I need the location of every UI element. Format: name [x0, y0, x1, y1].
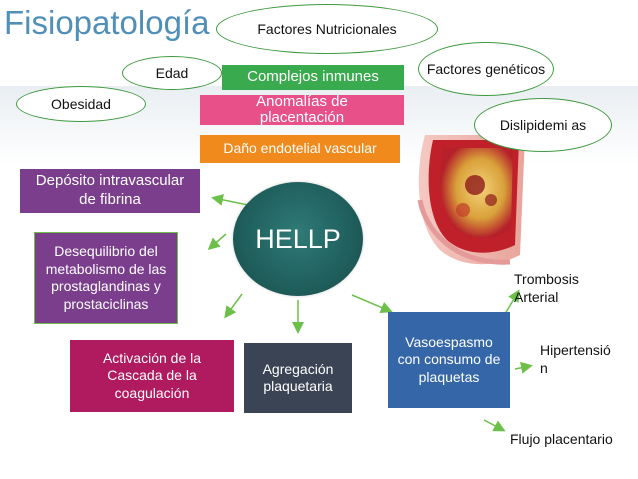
bar-anomalias-placentacion: Anomalías de placentación — [200, 95, 404, 125]
label-hipertension: Hipertensió n — [540, 342, 611, 377]
label-flujo-placentario: Flujo placentario — [510, 431, 613, 447]
oval-factores-nutricionales: Factores Nutricionales — [216, 4, 438, 54]
hellp-node: HELLP — [233, 182, 363, 296]
arrow-to-deposito — [211, 193, 249, 206]
label-trombosis-arterial: Trombosis Arterial — [514, 271, 579, 306]
page-title: Fisiopatología — [4, 4, 210, 41]
arrow-to-flujo — [483, 419, 506, 432]
bar-dano-endotelial: Daño endotelial vascular — [200, 135, 400, 163]
box-vasoespasmo: Vasoespasmo con consumo de plaquetas — [388, 312, 510, 408]
arrow-to-activacion — [224, 293, 243, 319]
arrow-to-vasoespasmo — [351, 294, 393, 314]
oval-factores-geneticos: Factores genéticos — [418, 42, 554, 96]
oval-obesidad: Obesidad — [16, 86, 146, 122]
bar-complejos-inmunes: Complejos inmunes — [222, 65, 404, 90]
box-agregacion-plaquetaria: Agregación plaquetaria — [244, 343, 352, 413]
arrow-to-hipertension — [514, 361, 533, 374]
oval-edad: Edad — [122, 56, 222, 90]
arrow-to-desequilibrio — [207, 233, 227, 250]
box-deposito-intravascular: Depósito intravascular de fibrina — [20, 169, 200, 213]
box-activacion-cascada: Activación de la Cascada de la coagulaci… — [70, 340, 234, 412]
oval-dislipidemias: Dislipidemi as — [474, 98, 612, 152]
box-desequilibrio-metabolismo: Desequilibrio del metabolismo de las pro… — [34, 232, 178, 324]
artery-illustration — [417, 135, 525, 265]
arrow-to-trombosis — [504, 289, 520, 315]
